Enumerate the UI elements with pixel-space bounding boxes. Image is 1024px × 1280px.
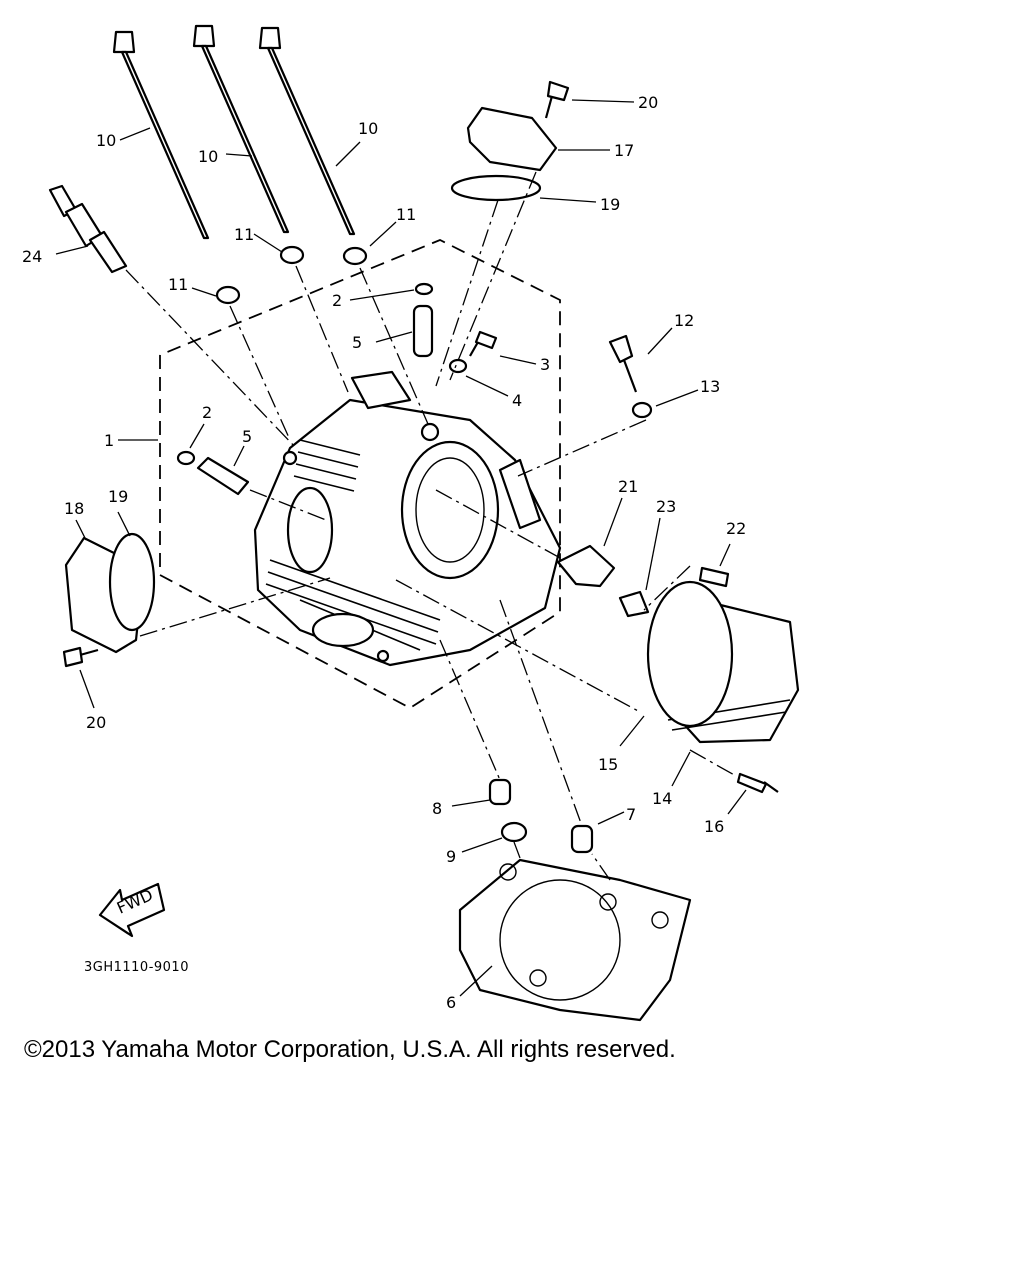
callout-labels: 10 10 10 24 11 11 11 2 5 3 4 12 13 20 17… [22, 93, 746, 1012]
callout-10a: 10 [96, 131, 116, 150]
tappet-cover-17 [466, 106, 558, 172]
assembly-boundary [159, 239, 561, 710]
callout-16: 16 [704, 817, 724, 836]
callout-5a: 5 [352, 333, 362, 352]
callout-3: 3 [540, 355, 550, 374]
callout-1: 1 [104, 431, 114, 450]
head-bolt-right [258, 26, 356, 236]
callout-8: 8 [432, 799, 442, 818]
gasket-15 [646, 580, 734, 728]
washer-11a [215, 285, 241, 305]
leader-lines [55, 99, 747, 997]
washer-11b [279, 245, 305, 265]
diagram-code: 3GH1110-9010 [84, 960, 189, 975]
callout-19b: 19 [108, 487, 128, 506]
valve-guide-5a [412, 304, 434, 358]
o-ring-19-top [450, 174, 542, 202]
head-bolt-left [112, 30, 210, 240]
washer-4 [448, 358, 468, 374]
callout-9: 9 [446, 847, 456, 866]
cylinder-head-exploded-diagram: FWD [22, 24, 800, 1022]
callout-14: 14 [652, 789, 672, 808]
callout-10b: 10 [198, 147, 218, 166]
part-23 [618, 590, 650, 618]
callout-7: 7 [626, 805, 636, 824]
callout-11b: 11 [234, 225, 254, 244]
callout-20b: 20 [86, 713, 106, 732]
dowel-7 [570, 824, 594, 854]
o-ring-19-left [108, 532, 156, 632]
callout-10c: 10 [358, 119, 378, 138]
bolt-20-top [544, 80, 570, 119]
bolt-16 [736, 772, 779, 794]
head-gasket-6 [458, 858, 692, 1022]
callout-19a: 19 [600, 195, 620, 214]
head-bolt-middle [192, 24, 290, 234]
dowel-pin-2a [414, 282, 434, 296]
bolt-3 [469, 330, 498, 357]
bolt-22 [698, 566, 730, 588]
callout-24: 24 [22, 247, 42, 266]
callout-2b: 2 [202, 403, 212, 422]
copyright-notice: ©2013 Yamaha Motor Corporation, U.S.A. A… [24, 1036, 676, 1063]
callout-5b: 5 [242, 427, 252, 446]
callout-20a: 20 [638, 93, 658, 112]
bolt-12 [608, 334, 638, 393]
callout-17: 17 [614, 141, 634, 160]
washer-13 [631, 401, 653, 419]
callout-23: 23 [656, 497, 676, 516]
washer-9 [500, 821, 528, 843]
callout-12: 12 [674, 311, 694, 330]
callout-11a: 11 [168, 275, 188, 294]
bolt-20-left [62, 646, 99, 668]
callout-11c: 11 [396, 205, 416, 224]
spark-plug [48, 184, 128, 274]
callout-2a: 2 [332, 291, 342, 310]
cylinder-head [253, 370, 562, 667]
forward-direction-indicator: FWD [98, 882, 166, 938]
bracket-21 [556, 544, 616, 588]
callout-21: 21 [618, 477, 638, 496]
callout-6: 6 [446, 993, 456, 1012]
callout-22: 22 [726, 519, 746, 538]
valve-guide-5b [196, 456, 250, 496]
washer-11c [342, 246, 368, 266]
callout-4: 4 [512, 391, 522, 410]
dowel-8 [488, 778, 512, 806]
callout-15: 15 [598, 755, 618, 774]
callout-13: 13 [700, 377, 720, 396]
callout-18: 18 [64, 499, 84, 518]
dowel-pin-2b [176, 450, 196, 466]
